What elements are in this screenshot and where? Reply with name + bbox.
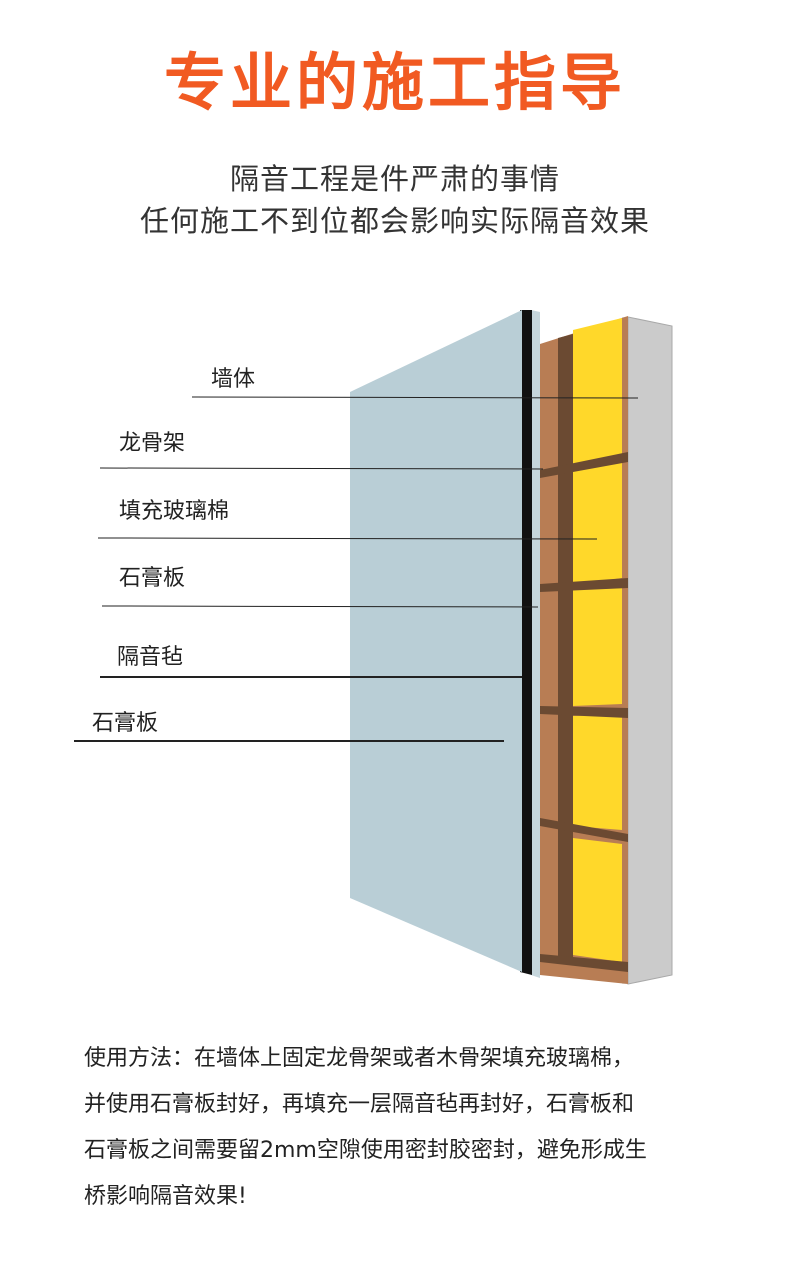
keel-batten-4 <box>540 818 628 842</box>
usage-line-4: 桥影响隔音效果! <box>84 1184 247 1209</box>
leader-line-glass-wool <box>97 537 598 540</box>
label-gypsum-board-front: 石膏板 <box>92 711 158 736</box>
leader-lines <box>74 396 639 742</box>
page-title: 专业的施工指导 <box>163 46 626 119</box>
label-keel-frame: 龙骨架 <box>119 431 185 456</box>
glass-wool-panel-1 <box>573 318 622 464</box>
leader-line-keel <box>99 467 544 470</box>
leader-line-wall <box>191 396 639 399</box>
keel-batten-2 <box>540 578 628 592</box>
keel-batten-5 <box>540 954 628 972</box>
leader-line-gypsum-inner <box>101 605 539 608</box>
keel-frame-layer <box>540 316 628 984</box>
inner-gypsum-board <box>531 310 540 978</box>
label-sound-felt: 隔音毡 <box>117 645 183 670</box>
keel-vertical-stud <box>558 334 573 962</box>
usage-line-1: 使用方法：在墙体上固定龙骨架或者木骨架填充玻璃棉， <box>84 1046 635 1071</box>
glass-wool-panel-5 <box>573 838 622 962</box>
label-wall: 墙体 <box>211 367 255 392</box>
glass-wool-panel-4 <box>573 714 622 830</box>
label-gypsum-board-inner: 石膏板 <box>119 566 185 591</box>
glass-wool-panel-3 <box>573 588 622 706</box>
subtitle-line-2: 任何施工不到位都会影响实际隔音效果 <box>139 204 650 238</box>
keel-batten-1 <box>540 452 628 478</box>
usage-line-3: 石膏板之间需要留2mm空隙使用密封胶密封，避免形成生 <box>84 1138 647 1163</box>
glass-wool-panel-2 <box>573 456 622 585</box>
usage-line-2: 并使用石膏板封好，再填充一层隔音毡再封好，石膏板和 <box>84 1092 635 1117</box>
usage-description: 使用方法：在墙体上固定龙骨架或者木骨架填充玻璃棉， 并使用石膏板封好，再填充一层… <box>84 1036 724 1220</box>
wall-structure-diagram: 墙体 龙骨架 填充玻璃棉 石膏板 隔音毡 石膏板 <box>74 310 673 985</box>
wall-layer <box>622 316 673 985</box>
subtitle-line-1: 隔音工程是件严肃的事情 <box>229 162 560 196</box>
sound-felt-layer <box>520 310 532 975</box>
label-glass-wool: 填充玻璃棉 <box>119 499 229 524</box>
keel-batten-3 <box>540 706 628 718</box>
wall-face <box>627 316 673 985</box>
front-gypsum-board <box>350 310 522 972</box>
